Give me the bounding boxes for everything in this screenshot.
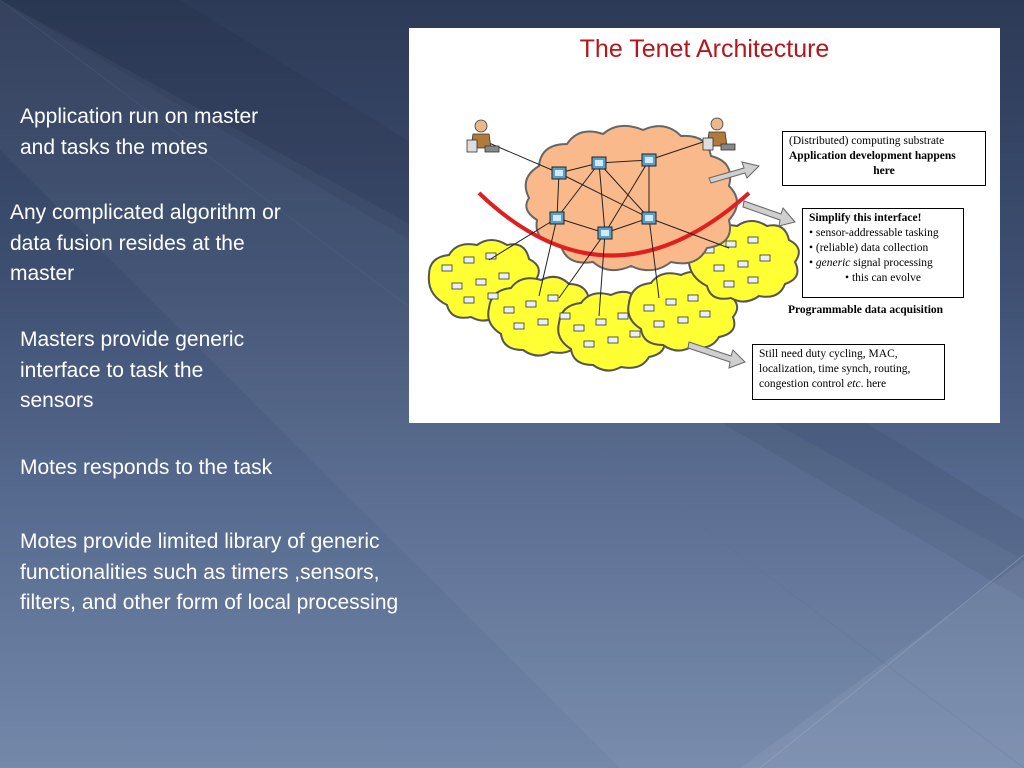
interface-item3: • generic signal processing — [809, 257, 933, 269]
arrow-right-icon — [708, 161, 760, 184]
tenet-architecture-figure: The Tenet Architecture (Distributed) com… — [409, 28, 1000, 423]
motes-line1: Still need duty cycling, MAC, — [759, 348, 898, 360]
separator-arc — [477, 191, 751, 258]
interface-item4: • this can evolve — [845, 272, 921, 284]
user-icon — [702, 117, 736, 151]
programmable-label: Programmable data acquisition — [788, 304, 944, 316]
computing-line3: here — [873, 165, 895, 177]
motes-line3: congestion control etc. here — [759, 378, 887, 390]
user-icon — [466, 119, 500, 153]
arrow-right-icon — [742, 200, 796, 227]
arrows — [687, 161, 796, 369]
bullet-master-interface: Masters provide generic interface to tas… — [20, 328, 245, 412]
interface-item1: • sensor-addressable tasking — [809, 227, 939, 239]
bullet-motes-library: Motes provide limited library of generic… — [20, 530, 399, 614]
computing-line2: Application development happens — [789, 150, 956, 162]
interface-box: Simplify this interface! • sensor-addres… — [802, 208, 964, 298]
bullet-master-fusion: Any complicated algorithm or data fusion… — [10, 201, 281, 285]
mote-duties-box: Still need duty cycling, MAC, localizati… — [752, 344, 945, 400]
interface-item2: • (reliable) data collection — [809, 242, 929, 254]
figure-title: The Tenet Architecture — [579, 35, 830, 63]
bullet-master-app: Application run on master and tasks the … — [20, 105, 259, 159]
computing-line1: (Distributed) computing substrate — [789, 135, 945, 147]
motes-line2: localization, time synch, routing, — [759, 363, 911, 375]
architecture-diagram — [427, 117, 800, 372]
arrow-right-icon — [687, 341, 746, 369]
computing-substrate-box: (Distributed) computing substrate Applic… — [782, 131, 986, 186]
bullet-motes-respond: Motes responds to the task — [20, 456, 273, 479]
interface-heading: Simplify this interface! — [809, 212, 922, 224]
